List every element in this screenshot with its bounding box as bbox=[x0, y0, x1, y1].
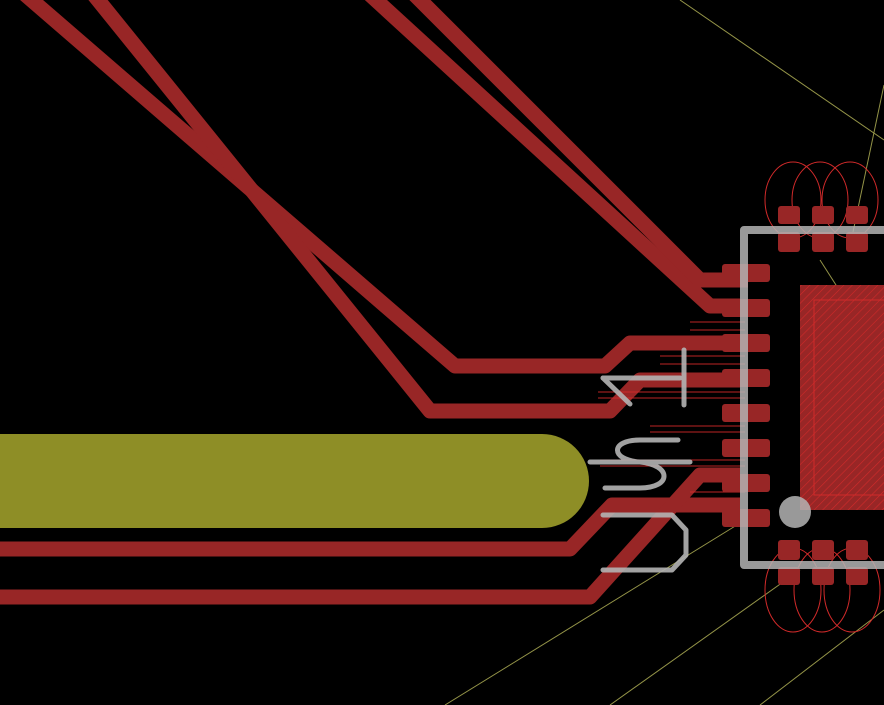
thermal-pad bbox=[800, 285, 884, 510]
designator-glyph-dollar bbox=[587, 437, 693, 491]
smd-pad bbox=[846, 232, 868, 252]
trace-3 bbox=[20, 0, 740, 374]
designator-label bbox=[587, 347, 693, 573]
wire-bar bbox=[0, 434, 589, 528]
smd-pad bbox=[812, 206, 834, 224]
smd-pad bbox=[846, 206, 868, 224]
ratsnest-line bbox=[444, 519, 746, 705]
trace-6 bbox=[0, 467, 740, 605]
ratsnest-line bbox=[609, 569, 801, 705]
smd-pad bbox=[778, 567, 800, 585]
pads-bottom bbox=[778, 540, 868, 585]
smd-pad bbox=[778, 540, 800, 560]
smd-pad bbox=[778, 206, 800, 224]
smd-pad bbox=[846, 540, 868, 560]
smd-pad bbox=[846, 567, 868, 585]
ratsnest-line bbox=[759, 609, 884, 705]
smd-pad bbox=[812, 540, 834, 560]
smd-pad bbox=[778, 232, 800, 252]
silkscreen-outline bbox=[740, 226, 884, 569]
pin1-marker-dot bbox=[779, 496, 811, 528]
smd-pad bbox=[812, 232, 834, 252]
designator-glyph-1-serif bbox=[600, 375, 633, 407]
ratsnest-line bbox=[679, 0, 884, 141]
thermal-pad-outline bbox=[813, 299, 884, 496]
smd-pad bbox=[812, 567, 834, 585]
silk-outline-path bbox=[740, 226, 884, 569]
pads-top bbox=[778, 206, 868, 252]
designator-glyph-u bbox=[600, 512, 689, 573]
